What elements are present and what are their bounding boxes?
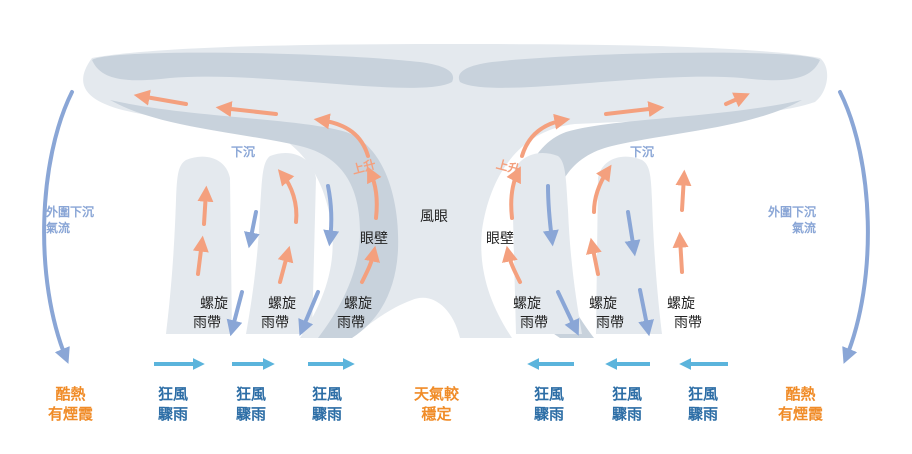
updraft-arrow [506,166,521,220]
updraft-arrow [313,113,370,158]
rain-band-line2: 雨帶 [596,315,624,331]
edge-line2: 有煙霞 [778,405,824,423]
downdraft-arrow [624,210,641,257]
updraft-arrow [672,231,689,274]
storm-label: 狂風 驟雨 [158,384,188,424]
eye-label: 風眼 [420,209,448,225]
eyewall-left [110,100,399,338]
storm-label: 狂風 驟雨 [534,384,564,424]
downdraft-arrow [244,210,260,249]
edge-line1: 酷熱 [785,385,816,403]
rain-band-label: 螺旋 雨帶 [330,295,372,333]
updraft-arrow [724,92,750,108]
storm-line1: 狂風 [688,385,719,403]
updraft-arrow [197,185,214,226]
storm-line1: 狂風 [534,385,565,403]
updraft-arrow [592,164,612,214]
storm-line2: 驟雨 [236,405,267,423]
rain-band-line1: 螺旋 [667,296,695,312]
rain-band-line1: 螺旋 [513,296,541,312]
updraft-arrow [520,113,571,158]
outer-sink-line1: 外圍下沉 [46,205,95,219]
sink-label-left: 下沉 [231,145,256,159]
rain-band-line1: 螺旋 [589,296,617,312]
storm-line1: 狂風 [312,385,343,403]
downdraft-arrow [638,288,654,337]
storm-line1: 狂風 [236,385,267,403]
hot-haze-label-left: 酷熱 有煙霞 [48,384,93,424]
downdraft-arrow [42,90,74,364]
updraft-arrow [367,166,382,220]
updraft-arrow [215,101,278,118]
updraft-arrow [604,101,665,118]
rain-band-line2: 雨帶 [674,315,702,331]
cloud-body [83,44,828,338]
hot-haze-label-right: 酷熱 有煙霞 [778,384,823,424]
outflow-band-left [92,52,454,88]
rain-band-label: 螺旋 雨帶 [186,295,228,333]
downdraft-arrow [556,290,580,336]
outer-sink-label-left: 外圍下沉 氣流 [46,204,94,236]
updraft-arrow [192,235,209,276]
rain-band-line1: 螺旋 [268,296,296,312]
updraft-arrow [360,245,380,284]
outflow-band-right [458,52,820,88]
storm-label: 狂風 驟雨 [688,384,718,424]
storm-label: 狂風 驟雨 [612,384,642,424]
updraft-arrow [586,237,602,276]
rain-band-line2: 雨帶 [337,315,365,331]
rain-band-label: 螺旋 雨帶 [254,295,296,333]
storm-line1: 狂風 [612,385,643,403]
downdraft-arrow [226,290,244,337]
rain-band-column [246,152,316,334]
downdraft-arrow [838,90,870,364]
eyewall-label-right: 眼壁 [486,231,514,247]
rain-band-line1: 螺旋 [344,296,372,312]
outer-sink-line2: 氣流 [46,221,71,235]
outer-sink-line1: 外圍下沉 [768,205,817,219]
storm-line2: 驟雨 [312,405,343,423]
updraft-arrow [133,89,188,106]
storm-line1: 狂風 [158,385,189,403]
updraft-arrow [675,169,692,212]
updraft-arrow [277,245,294,284]
eyewall-label-left: 眼壁 [360,231,388,247]
edge-line2: 有煙霞 [48,405,94,423]
rain-band-line2: 雨帶 [520,315,548,331]
center-line2: 穩定 [421,405,452,423]
edge-line1: 酷熱 [55,385,86,403]
storm-line2: 驟雨 [534,405,565,423]
rain-band-label: 螺旋 雨帶 [582,295,624,333]
rain-band-line2: 雨帶 [193,315,221,331]
rain-band-label: 螺旋 雨帶 [660,295,702,333]
storm-label: 狂風 驟雨 [236,384,266,424]
storm-label: 狂風 驟雨 [312,384,342,424]
downdraft-arrow [323,184,340,247]
rain-band-label: 螺旋 雨帶 [506,295,548,333]
downdraft-arrow [298,290,320,336]
outer-sink-label-right: 外圍下沉 氣流 [768,204,816,236]
storm-line2: 驟雨 [158,405,189,423]
rain-band-line1: 螺旋 [200,296,228,312]
outer-sink-line2: 氣流 [792,221,817,235]
storm-line2: 驟雨 [688,405,719,423]
center-line1: 天氣較 [414,385,460,403]
rain-band-line2: 雨帶 [261,315,289,331]
stable-weather-label: 天氣較 穩定 [414,384,459,424]
downdraft-arrow [542,184,559,247]
updraft-arrow [277,169,299,224]
sink-label-right: 下沉 [630,145,655,159]
updraft-arrow [502,245,522,284]
storm-line2: 驟雨 [612,405,643,423]
